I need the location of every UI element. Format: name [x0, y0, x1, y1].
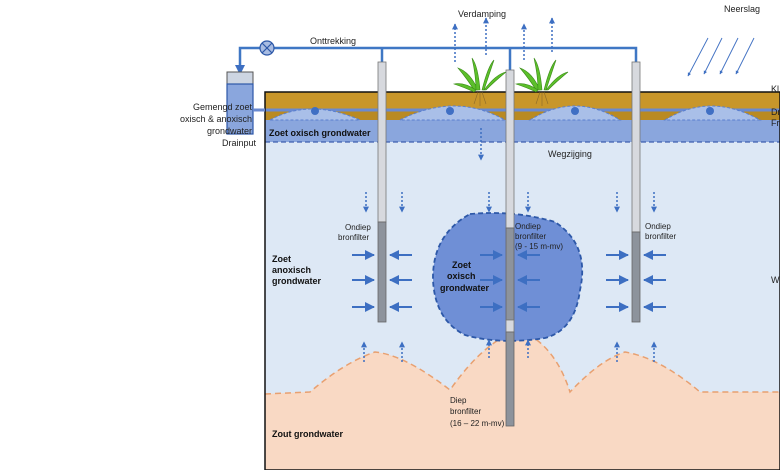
- evaporation-arrows: [452, 17, 555, 62]
- soil-layer-lower: [265, 110, 780, 120]
- label-neerslag: Neerslag: [724, 4, 760, 14]
- fresh-oxic-layer: [265, 120, 780, 142]
- label-zoet-anox-3: grondwater: [272, 276, 322, 286]
- label-diep-3: (16 – 22 m-mv): [450, 419, 505, 428]
- label-zoet-ox-mid-2: oxisch: [447, 271, 476, 281]
- label-verdamping: Verdamping: [458, 9, 506, 19]
- label-ondiep-left-1: Ondiep: [345, 223, 371, 232]
- label-ondiep-right-1: Ondiep: [645, 222, 671, 231]
- label-right-dr: Dr: [771, 107, 780, 117]
- label-wegzijging: Wegzijging: [548, 149, 592, 159]
- label-ondiep-left-2: bronfilter: [338, 233, 369, 242]
- label-drainput: Drainput: [222, 138, 257, 148]
- label-zoet-ox-mid-3: grondwater: [440, 283, 490, 293]
- rain-icon: [687, 37, 755, 77]
- valve-icon[interactable]: [259, 40, 275, 56]
- label-right-kl: Kl: [771, 84, 779, 94]
- label-ondiep-mid-1: Ondiep: [515, 222, 541, 231]
- extraction-pipe: [238, 46, 638, 72]
- salt-water-zone: [265, 330, 780, 470]
- label-right-fr: Fr: [771, 118, 780, 128]
- label-onttrekking: Onttrekking: [310, 36, 356, 46]
- label-zoet-ox-mid-1: Zoet: [452, 260, 471, 270]
- upward-flow-arrows: [361, 339, 657, 362]
- well-middle: [505, 69, 515, 427]
- plant-icon: [514, 57, 569, 93]
- inflow-arrows: [352, 250, 666, 312]
- drain-pit: [226, 71, 265, 135]
- label-zoet-anox-1: Zoet: [272, 254, 291, 264]
- label-ondiep-mid-3: (9 - 15 m-mv): [515, 242, 563, 251]
- label-zout: Zout grondwater: [272, 429, 343, 439]
- label-diep-2: bronfilter: [450, 407, 481, 416]
- label-diep-1: Diep: [450, 396, 467, 405]
- label-zoet-oxisch-top: Zoet oxisch grondwater: [269, 128, 371, 138]
- well-right: [631, 61, 641, 323]
- soil-layer: [265, 92, 780, 110]
- label-ondiep-right-2: bronfilter: [645, 232, 676, 241]
- label-gemengd-3: grondwater: [207, 126, 252, 136]
- label-right-w: W: [771, 275, 780, 285]
- well-left: [377, 61, 387, 323]
- plant-icon: [452, 57, 507, 93]
- label-ondiep-mid-2: bronfilter: [515, 232, 546, 241]
- downward-flow-arrows: [363, 192, 657, 213]
- label-gemengd-2: oxisch & anoxisch: [180, 114, 252, 124]
- label-gemengd-1: Gemengd zoet: [193, 102, 253, 112]
- label-zoet-anox-2: anoxisch: [272, 265, 311, 275]
